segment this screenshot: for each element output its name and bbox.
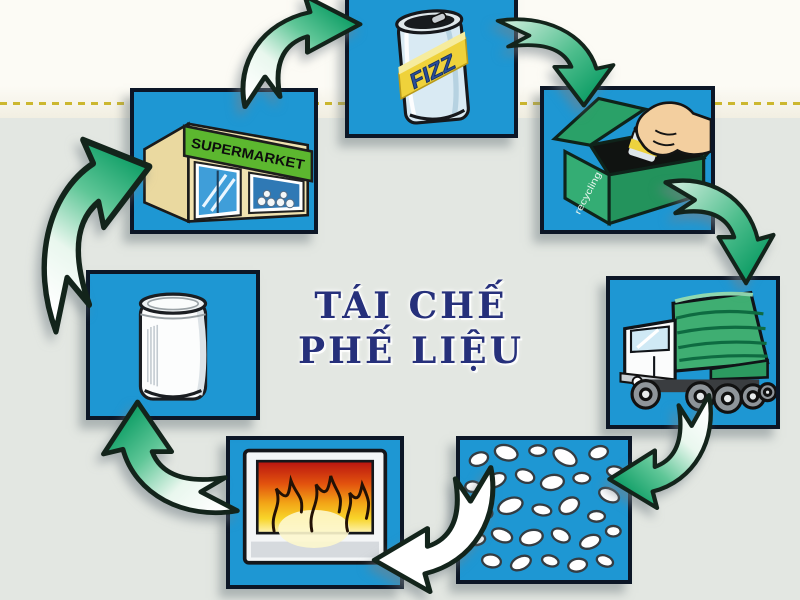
diagram-title: TÁI CHẾ PHẾ LIỆU	[268, 284, 554, 374]
arrow-bin-to-truck	[660, 172, 778, 298]
furnace-icon	[242, 448, 388, 565]
fizzy-can-icon: FIZZ	[395, 9, 470, 125]
arrow-furnace-to-can	[98, 386, 244, 522]
title-line-1: TÁI CHẾ	[314, 285, 508, 327]
arrow-supermarket-to-can	[230, 0, 380, 110]
panel-empty-can	[86, 270, 260, 420]
empty-can-icon	[138, 292, 208, 401]
supermarket-sign	[182, 124, 314, 183]
panel-recycling-bin: recycling	[540, 86, 715, 234]
garbage-truck-icon	[619, 290, 776, 414]
hand	[635, 101, 711, 157]
panel-supermarket: SUPERMARKET	[130, 88, 318, 234]
panel-furnace	[226, 436, 404, 589]
arrow-can-to-supermarket	[20, 134, 182, 320]
arrow-truck-to-shredder	[592, 392, 722, 510]
panel-fizzy-can: FIZZ	[345, 0, 518, 138]
title-line-2: PHẾ LIỆU	[297, 330, 525, 372]
flames	[271, 474, 371, 533]
recycling-bin-icon: recycling	[551, 96, 711, 227]
supermarket-icon: SUPERMARKET	[143, 121, 314, 224]
panel-garbage-truck	[606, 276, 780, 429]
arrow-shredder-to-furnace	[354, 464, 506, 594]
arrow-can-to-bin	[492, 12, 618, 118]
